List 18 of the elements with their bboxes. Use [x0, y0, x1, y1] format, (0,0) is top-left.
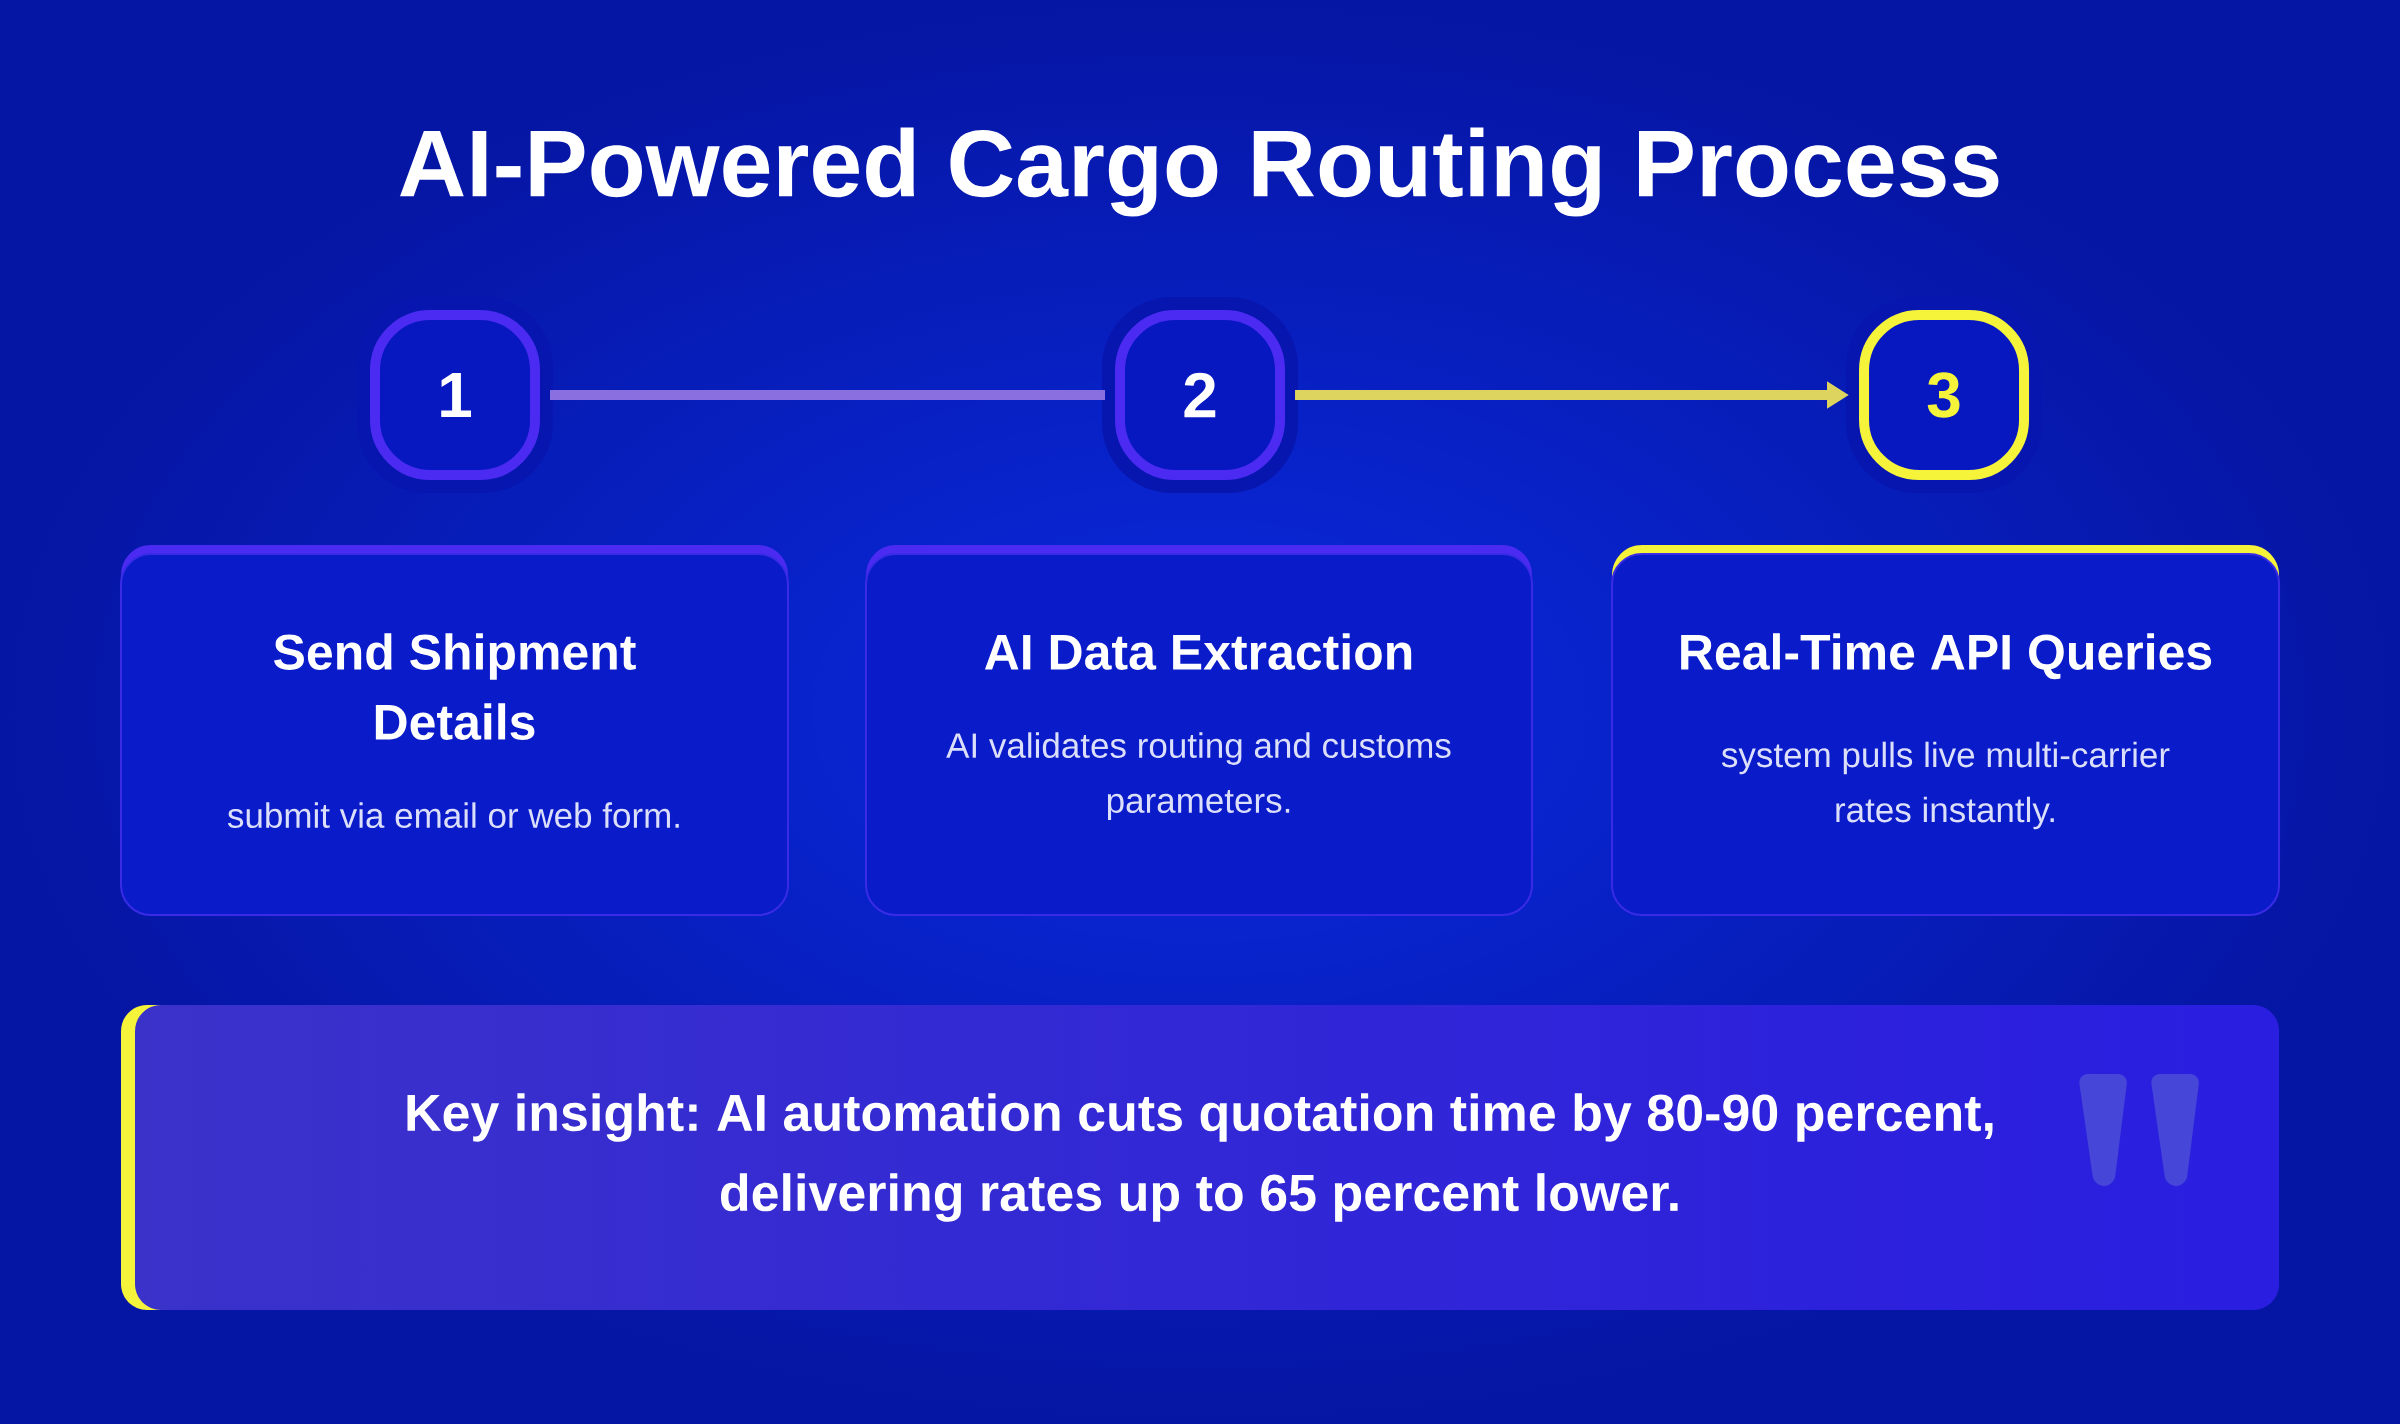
step-badge: 2 [1102, 297, 1298, 493]
node-label: 3 [1927, 372, 1960, 418]
card-text: AI validates routing and customs parameters. [946, 732, 1451, 820]
card-heading: Real-Time API Queries [1681, 633, 2212, 680]
node-label: 1 [441, 372, 472, 418]
insight-banner [121, 1005, 2280, 1310]
card-heading: Send Shipment Details [274, 633, 636, 740]
step-badge: 3 [1846, 297, 2043, 493]
step-card [120, 545, 789, 916]
connector-line [550, 390, 1105, 400]
card-text: system pulls live multi-carrier rates instantly. [1721, 741, 2170, 830]
step-badge: 1 [357, 297, 553, 493]
step-card [865, 545, 1533, 916]
title: AI-Powered Cargo Routing Process [400, 127, 1999, 217]
card-text: submit via email or web form. [227, 802, 679, 829]
card-heading: AI Data Extraction [984, 633, 1412, 670]
insight-text: Key insight: AI automation cuts quotation time by 80-90 percent, delivering rates up to 65 percent lower. [407, 1093, 1993, 1222]
step-card [1611, 545, 2281, 916]
